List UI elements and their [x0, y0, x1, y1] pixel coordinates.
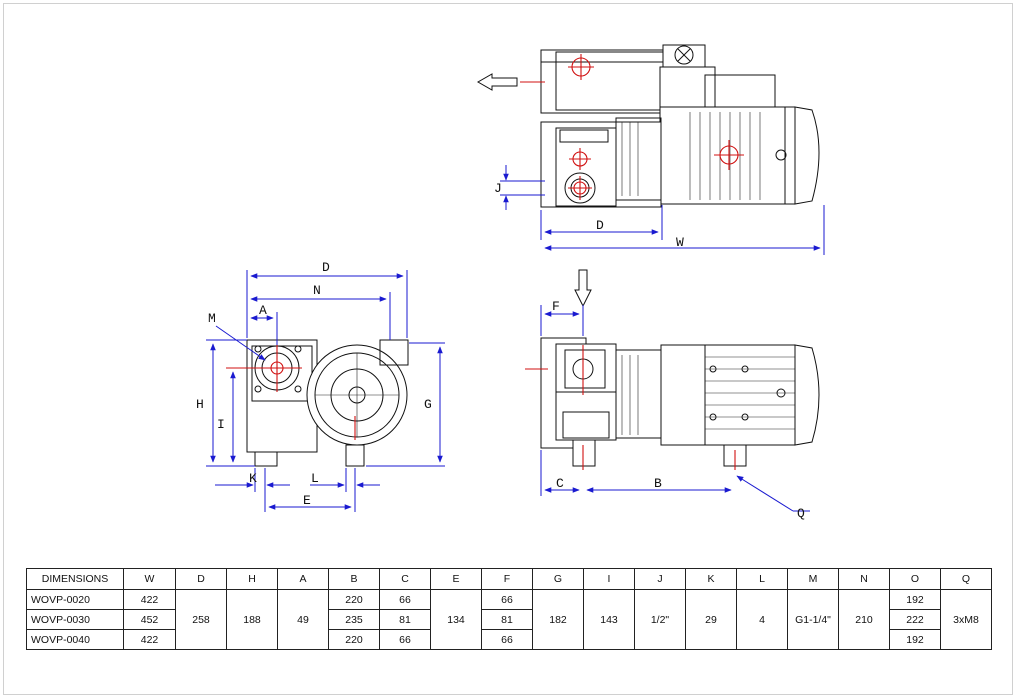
- label-c: C: [556, 476, 564, 491]
- cell-c: 66: [379, 589, 431, 610]
- label-q: Q: [797, 506, 805, 521]
- cell-l: 4: [736, 589, 788, 650]
- end-view: M D N A H I G K L: [196, 260, 445, 512]
- cell-j: 1/2": [634, 589, 686, 650]
- table-header: W: [123, 568, 176, 590]
- table-header: F: [481, 568, 533, 590]
- cell-g: 182: [532, 589, 584, 650]
- cell-h: 188: [226, 589, 278, 650]
- table-row: WOVP-0040 422 220 66 66 192: [26, 629, 992, 650]
- label-h: H: [196, 397, 204, 412]
- cell-q: 3xM8: [940, 589, 992, 650]
- cell-b: 220: [328, 589, 380, 610]
- row-name: WOVP-0020: [26, 589, 124, 610]
- cell-n: 210: [838, 589, 890, 650]
- front-view: F C B Q: [525, 269, 820, 521]
- label-w: W: [676, 235, 684, 250]
- label-i: I: [217, 417, 225, 432]
- cell-o: 192: [889, 589, 941, 610]
- cell-w: 422: [123, 589, 176, 610]
- cell-w: 452: [123, 609, 176, 630]
- cell-d: 258: [175, 589, 227, 650]
- table-header: L: [736, 568, 788, 590]
- label-k: K: [249, 471, 257, 486]
- cell-b: 220: [328, 629, 380, 650]
- label-d-top: D: [596, 218, 604, 233]
- cell-b: 235: [328, 609, 380, 630]
- cell-k: 29: [685, 589, 737, 650]
- table-header: DIMENSIONS: [26, 568, 124, 590]
- cell-c: 66: [379, 629, 431, 650]
- table-header: J: [634, 568, 686, 590]
- row-name: WOVP-0040: [26, 629, 124, 650]
- table-header: D: [175, 568, 227, 590]
- label-d-end: D: [322, 260, 330, 275]
- table-header-row: DIMENSIONS W D H A B C E F G I J K L M N…: [26, 568, 992, 590]
- label-g: G: [424, 397, 432, 412]
- label-m: M: [208, 311, 216, 326]
- drawing-frame: [3, 3, 1013, 695]
- cell-f: 66: [481, 589, 533, 610]
- table-header: Q: [940, 568, 992, 590]
- table-header: O: [889, 568, 941, 590]
- cell-o: 222: [889, 609, 941, 630]
- table-header: I: [583, 568, 635, 590]
- cell-w: 422: [123, 629, 176, 650]
- cell-o: 192: [889, 629, 941, 650]
- cell-f: 66: [481, 629, 533, 650]
- cell-i: 143: [583, 589, 635, 650]
- label-j: J: [494, 181, 502, 196]
- dimensions-table: DIMENSIONS W D H A B C E F G I J K L M N…: [26, 568, 992, 650]
- table-header: E: [430, 568, 482, 590]
- table-header: K: [685, 568, 737, 590]
- top-view: J D W: [476, 44, 825, 255]
- cell-f: 81: [481, 609, 533, 630]
- table-header: A: [277, 568, 329, 590]
- label-n: N: [313, 283, 321, 298]
- label-f: F: [552, 299, 560, 314]
- technical-drawing: J D W M: [196, 44, 825, 521]
- cell-a: 49: [277, 589, 329, 650]
- table-header: M: [787, 568, 839, 590]
- table-header: N: [838, 568, 890, 590]
- label-b: B: [654, 476, 662, 491]
- cell-e: 134: [430, 589, 482, 650]
- motor-fins-top: [689, 112, 761, 200]
- table-header: B: [328, 568, 380, 590]
- motor-fins-front: [705, 356, 795, 430]
- cell-c: 81: [379, 609, 431, 630]
- label-l: L: [311, 471, 319, 486]
- table-header: H: [226, 568, 278, 590]
- label-e: E: [303, 493, 311, 508]
- table-header: G: [532, 568, 584, 590]
- table-row: WOVP-0030 452 235 81 81 222: [26, 609, 992, 630]
- table-row: WOVP-0020 422 258 188 49 220 66 134 66 1…: [26, 589, 992, 650]
- label-a: A: [259, 303, 267, 318]
- cell-m: G1-1/4": [787, 589, 839, 650]
- row-name: WOVP-0030: [26, 609, 124, 630]
- table-header: C: [379, 568, 431, 590]
